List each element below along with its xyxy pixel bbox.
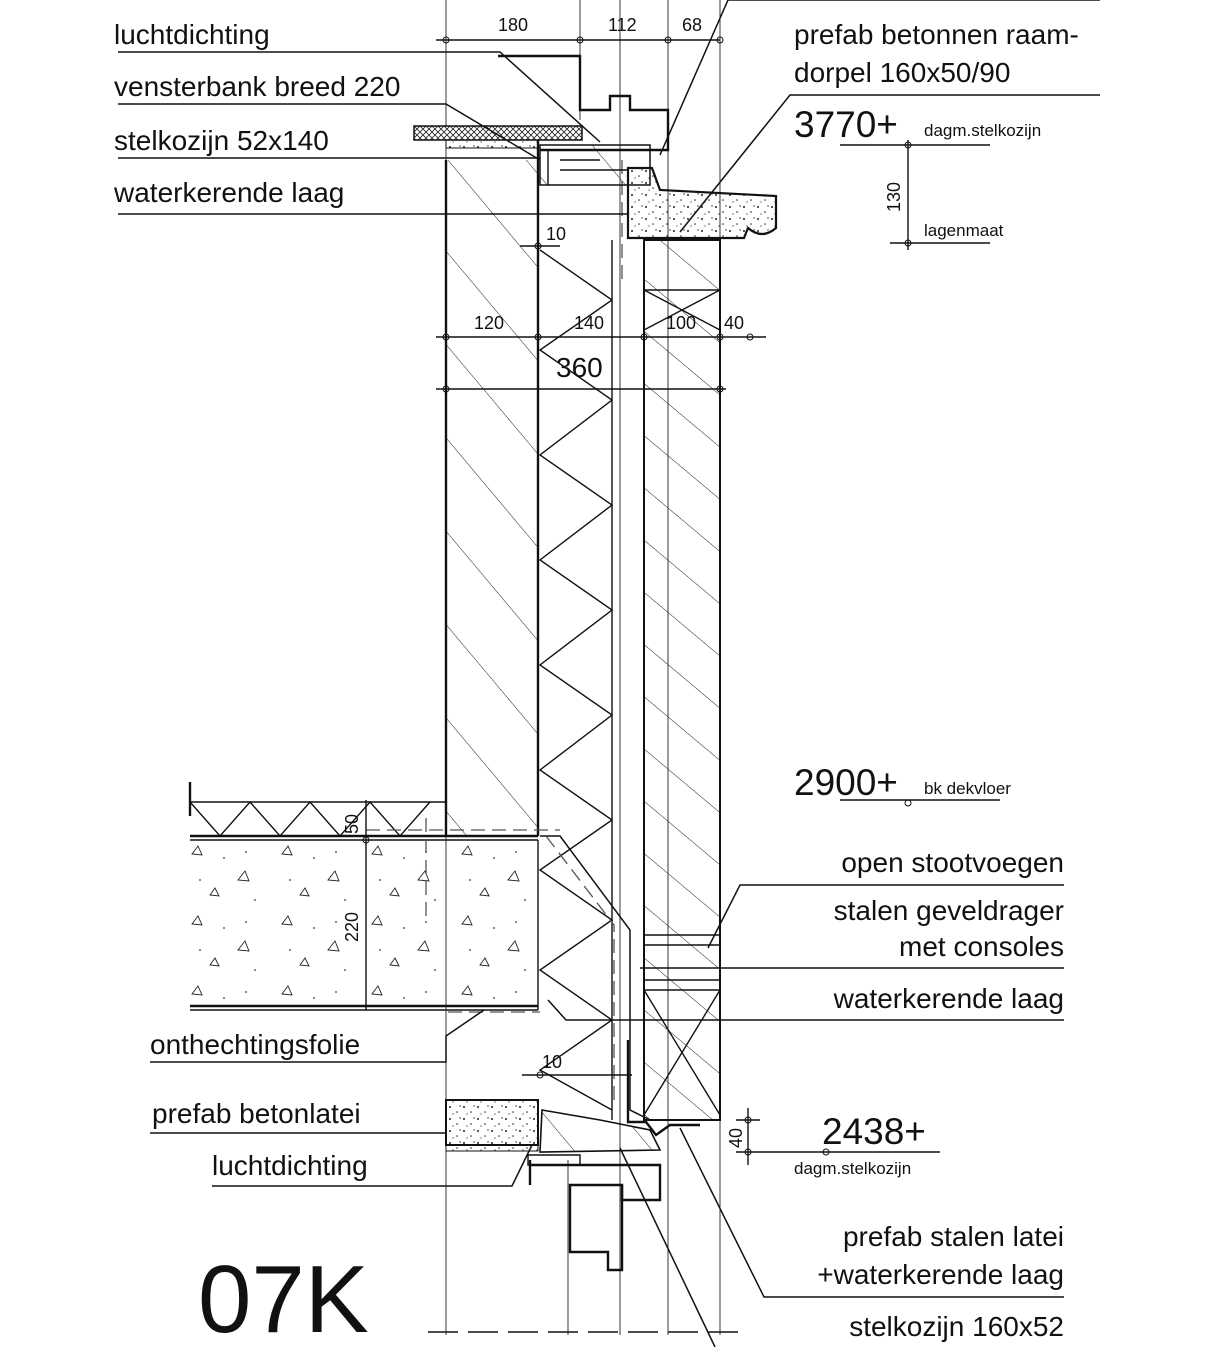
floor-slab — [188, 782, 560, 1011]
dim-wall-120: 120 — [474, 313, 504, 333]
level-lagenmaat: lagenmaat — [924, 221, 1004, 240]
label-luchtdichting-top: luchtdichting — [114, 19, 270, 50]
drawing-code: 07K — [198, 1246, 369, 1347]
dim-wall-140: 140 — [574, 313, 604, 333]
label-stelkozijn-bottom: stelkozijn 160x52 — [849, 1311, 1064, 1342]
label-waterkerende-laag-latei: +waterkerende laag — [817, 1259, 1064, 1290]
leader-lines — [118, 0, 1100, 1347]
label-prefab-raamdorpel-line2: dorpel 160x50/90 — [794, 57, 1010, 88]
label-prefab-betonlatei: prefab betonlatei — [152, 1098, 361, 1129]
dim-vertical-130: 130 — [884, 182, 904, 212]
label-vensterbank: vensterbank breed 220 — [114, 71, 400, 102]
level-2438-note: dagm.stelkozijn — [794, 1159, 911, 1178]
insulation — [538, 240, 614, 1120]
level-2438: 2438+ — [822, 1111, 926, 1152]
steel-bracket — [540, 835, 651, 1121]
label-met-consoles: met consoles — [899, 931, 1064, 962]
dim-lower-40: 40 — [726, 1128, 746, 1148]
dim-top-180: 180 — [498, 15, 528, 35]
label-prefab-stalen-latei: prefab stalen latei — [843, 1221, 1064, 1252]
dim-gap-upper: 10 — [546, 224, 566, 244]
inner-leaf — [444, 140, 540, 836]
label-prefab-raamdorpel-line1: prefab betonnen raam- — [794, 19, 1079, 50]
label-stalen-geveldrager: stalen geveldrager — [834, 895, 1064, 926]
dim-floor-220: 220 — [342, 912, 362, 942]
dim-wall-100: 100 — [666, 313, 696, 333]
dim-top-68: 68 — [682, 15, 702, 35]
dim-total-360: 360 — [556, 352, 603, 383]
outer-brick-leaf — [643, 239, 721, 1121]
lower-lintel-detail — [445, 1011, 700, 1272]
level-3770: 3770+ — [794, 104, 898, 145]
dim-floor-50: 50 — [342, 814, 362, 834]
label-onthechtingsfolie: onthechtingsfolie — [150, 1029, 360, 1060]
bracket-dash — [545, 835, 615, 1100]
label-waterkerende-laag-top: waterkerende laag — [113, 177, 344, 208]
dim-wall-40: 40 — [724, 313, 744, 333]
level-2900: 2900+ — [794, 762, 898, 803]
dim-top-112: 112 — [608, 15, 637, 35]
label-luchtdichting-bottom: luchtdichting — [212, 1150, 368, 1181]
level-2900-note: bk dekvloer — [924, 779, 1011, 798]
label-stelkozijn-top: stelkozijn 52x140 — [114, 125, 329, 156]
dimension-lines — [362, 36, 1000, 1165]
upper-window-detail — [413, 54, 778, 240]
dim-gap-lower: 10 — [542, 1052, 562, 1072]
label-waterkerende-laag-bottom: waterkerende laag — [833, 983, 1064, 1014]
level-3770-note: dagm.stelkozijn — [924, 121, 1041, 140]
label-open-stootvoegen: open stootvoegen — [841, 847, 1064, 878]
